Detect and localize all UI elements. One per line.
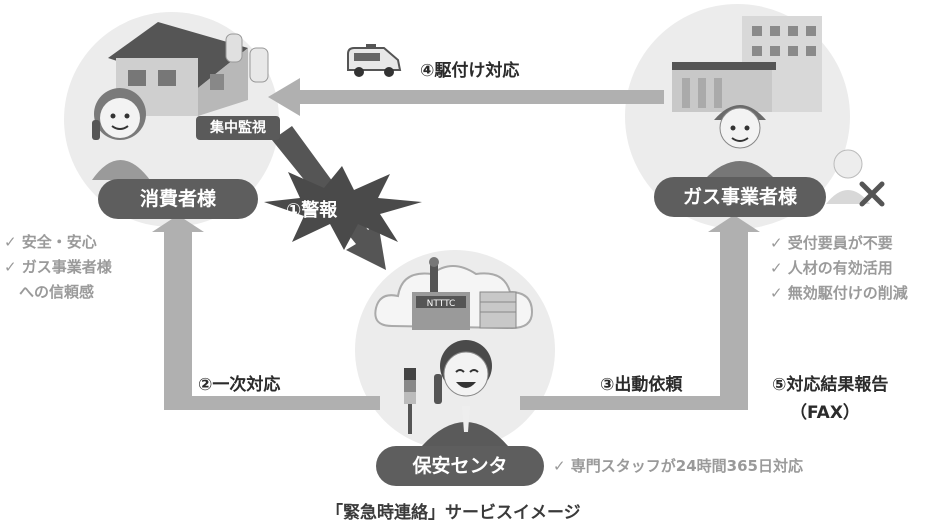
house-icon (108, 22, 269, 116)
alarm-label: ①警報 (286, 200, 338, 221)
operator-man-icon (422, 340, 508, 446)
gas-company-label: ガス事業者様 (654, 177, 826, 217)
signal-tower-icon (404, 368, 416, 434)
benefit-item: ✓ 受付要員が不要 (770, 234, 893, 252)
operator-woman-icon (92, 88, 150, 180)
central-monitoring-tag: 集中監視 (196, 116, 280, 140)
alarm-burst-icon (264, 166, 422, 250)
dispatch-request-arrow (520, 215, 760, 410)
first-response-arrow (152, 215, 380, 410)
result-report-label: ⑤対応結果報告 (772, 375, 889, 395)
benefit-item: ✓ ガス事業者様 (4, 258, 112, 276)
benefit-item: への信頼感 (4, 283, 95, 301)
factory-icon (672, 16, 822, 112)
caption: 「緊急時連絡」サービスイメージ (326, 503, 581, 523)
consumer-benefits: ✓ 安全・安心 ✓ ガス事業者様 への信頼感 (4, 230, 112, 305)
rush-response-label: ④駆付け対応 (420, 61, 520, 81)
worker-icon (704, 105, 776, 180)
data-center-icon: NTTTC (374, 257, 534, 330)
first-response-label: ②一次対応 (198, 375, 281, 395)
result-report-fax-label: （FAX） (790, 403, 860, 423)
gas-company-benefits: ✓ 受付要員が不要 ✓ 人材の有効活用 ✓ 無効駆付けの削減 (770, 231, 908, 306)
security-center-benefit: ✓ 専門スタッフが24時間365日対応 (553, 457, 803, 475)
benefit-item: ✓ 人材の有効活用 (770, 259, 893, 277)
consumer-label: 消費者様 (98, 179, 258, 219)
benefit-item: ✓ 無効駆付けの削減 (770, 284, 908, 302)
building-sign: NTTTC (427, 299, 456, 309)
rush-response-arrow (268, 78, 664, 116)
van-icon (347, 44, 402, 77)
security-center-label: 保安センタ (376, 446, 544, 486)
dispatch-request-label: ③出動依頼 (600, 375, 683, 395)
staff-crossed-icon (826, 149, 885, 207)
benefit-item: ✓ 安全・安心 (4, 233, 97, 251)
